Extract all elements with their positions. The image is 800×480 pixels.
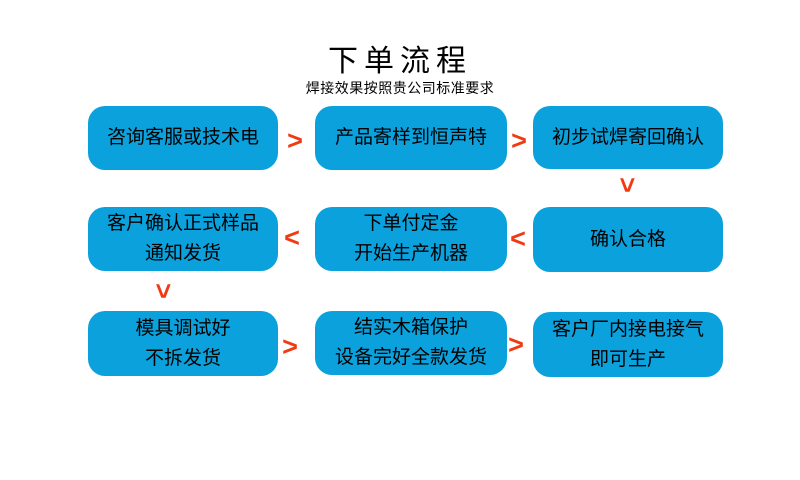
arrow-left-icon: < bbox=[510, 223, 526, 254]
flow-step-label: 初步试焊寄回确认 bbox=[551, 126, 704, 148]
arrow-right-icon: > bbox=[287, 125, 303, 156]
page-subtitle: 焊接效果按照贵公司标准要求 bbox=[305, 80, 495, 96]
flow-step-label: 产品寄样到恒声特 bbox=[334, 127, 487, 148]
flow-step-confirm-qualified: 确认合格 bbox=[533, 207, 723, 272]
flow-step-label: 下单付定金 bbox=[363, 213, 459, 234]
flow-step-label: 即可生产 bbox=[589, 348, 666, 370]
flow-step-label: 通知发货 bbox=[144, 243, 221, 264]
flow-step-trial-weld-return: 初步试焊寄回确认 bbox=[533, 106, 723, 169]
flow-step-label: 确认合格 bbox=[589, 228, 666, 250]
flow-step-consult-service: 咨询客服或技术电 bbox=[88, 106, 278, 170]
flow-step-confirm-sample-ship: 客户确认正式样品 通知发货 bbox=[88, 207, 278, 271]
flow-step-label: 设备完好全款发货 bbox=[334, 347, 487, 368]
flow-step-label: 客户确认正式样品 bbox=[106, 213, 259, 234]
flow-step-customer-production: 客户厂内接电接气 即可生产 bbox=[533, 312, 723, 377]
arrow-down-icon: > bbox=[612, 177, 643, 193]
flow-step-wooden-crate-ship: 结实木箱保护 设备完好全款发货 bbox=[315, 311, 507, 375]
flow-step-mold-ready: 模具调试好 不拆发货 bbox=[88, 311, 278, 376]
flow-step-label: 客户厂内接电接气 bbox=[551, 318, 704, 340]
flow-step-label: 结实木箱保护 bbox=[353, 317, 468, 338]
arrow-down-icon: > bbox=[148, 283, 179, 299]
page-title: 下单流程 bbox=[328, 45, 472, 78]
arrow-right-icon: > bbox=[511, 125, 527, 156]
flow-step-label: 不拆发货 bbox=[144, 347, 221, 369]
flow-step-send-sample: 产品寄样到恒声特 bbox=[315, 106, 507, 170]
arrow-left-icon: < bbox=[284, 222, 300, 253]
flow-step-label: 开始生产机器 bbox=[353, 243, 468, 264]
flow-step-order-deposit: 下单付定金 开始生产机器 bbox=[315, 207, 507, 271]
flow-step-label: 咨询客服或技术电 bbox=[106, 127, 259, 148]
arrow-right-icon: > bbox=[282, 331, 298, 362]
arrow-right-icon: > bbox=[508, 329, 524, 360]
flow-step-label: 模具调试好 bbox=[135, 317, 231, 339]
